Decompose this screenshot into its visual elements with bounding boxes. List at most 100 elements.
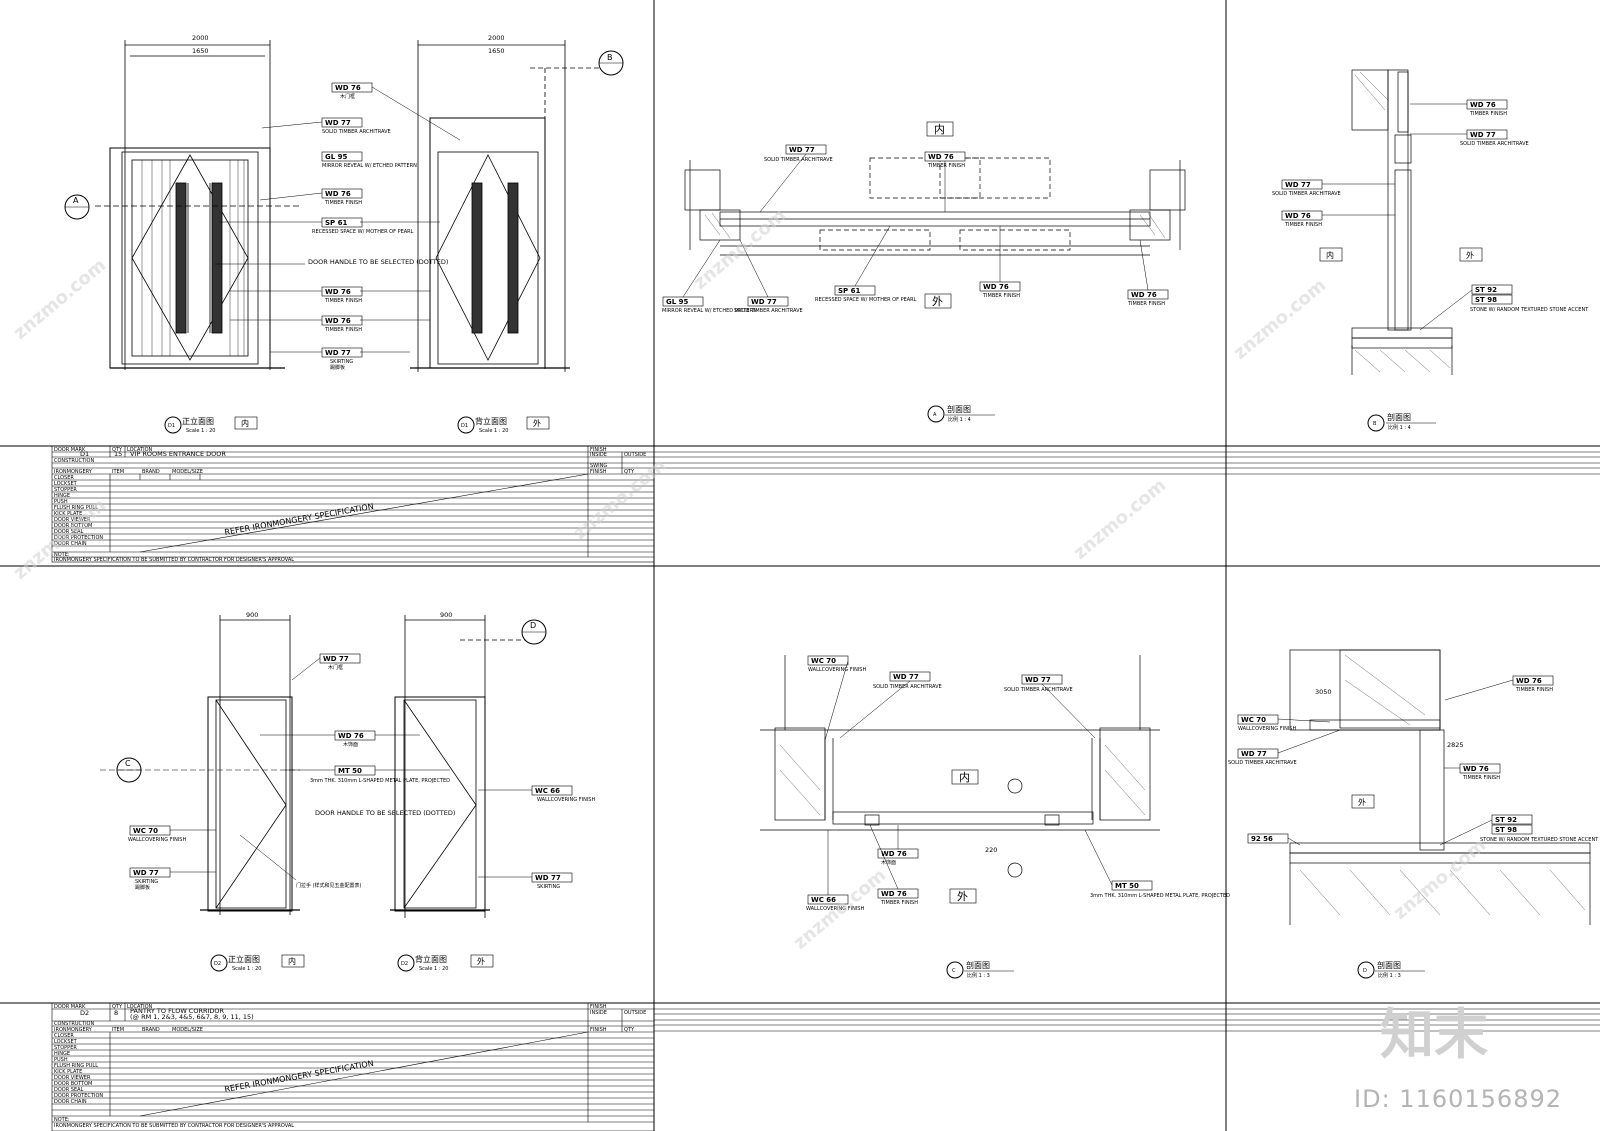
- svg-text:TIMBER FINISH: TIMBER FINISH: [1127, 301, 1165, 307]
- svg-text:INSIDE: INSIDE: [590, 452, 607, 458]
- svg-text:SOLID TIMBER ARCHITRAVE: SOLID TIMBER ARCHITRAVE: [873, 684, 942, 690]
- svg-text:Scale 1 : 20: Scale 1 : 20: [186, 428, 215, 434]
- svg-text:SOLID TIMBER ARCHITRAVE: SOLID TIMBER ARCHITRAVE: [764, 157, 833, 163]
- svg-text:门拉手 (样式和见五金配置表): 门拉手 (样式和见五金配置表): [296, 882, 362, 889]
- svg-text:DOOR HANDLE TO BE SELECTED (DO: DOOR HANDLE TO BE SELECTED (DOTTED): [315, 809, 455, 817]
- svg-text:TIMBER FINISH: TIMBER FINISH: [324, 200, 362, 206]
- svg-text:DOOR MARK: DOOR MARK: [54, 447, 86, 453]
- svg-text:WD 76: WD 76: [881, 850, 907, 858]
- svg-text:SKIRTING: SKIRTING: [537, 884, 560, 890]
- svg-text:NOTE:: NOTE:: [54, 552, 70, 558]
- svg-text:3mm THK. 310mm L-SHAPED METAL: 3mm THK. 310mm L-SHAPED METAL PLATE, PRO…: [1090, 893, 1230, 899]
- svg-text:FINISH: FINISH: [590, 1027, 607, 1033]
- svg-text:D2: D2: [80, 1009, 89, 1017]
- svg-text:IRONMONGERY SPECIFICATION TO B: IRONMONGERY SPECIFICATION TO BE SUBMITTE…: [54, 1123, 294, 1129]
- svg-text:内: 内: [241, 418, 249, 428]
- svg-text:A: A: [933, 412, 937, 418]
- svg-text:内: 内: [288, 956, 296, 966]
- brand-logo: 知末: [1380, 1003, 1488, 1066]
- svg-text:DOOR SEAL: DOOR SEAL: [54, 529, 84, 535]
- svg-text:KICK PLATE: KICK PLATE: [54, 1069, 82, 1075]
- d2-back-elevation: [390, 615, 530, 918]
- section-c-title: C 剖面图 比例 1 : 3: [946, 960, 1014, 979]
- svg-text:D2: D2: [401, 961, 408, 967]
- svg-text:2825: 2825: [1447, 741, 1464, 749]
- svg-text:15: 15: [114, 450, 122, 458]
- svg-text:DOOR VIEWER: DOOR VIEWER: [54, 1075, 91, 1081]
- svg-text:剖面图: 剖面图: [1387, 412, 1411, 422]
- svg-text:WD 77: WD 77: [751, 298, 777, 306]
- svg-text:1650: 1650: [192, 47, 209, 55]
- d1-front-vlines: [141, 160, 245, 356]
- svg-text:WD 76: WD 76: [1463, 765, 1489, 773]
- svg-text:WD 77: WD 77: [1285, 181, 1311, 189]
- section-a-hatch: [704, 212, 1166, 239]
- svg-text:SOLID TIMBER ARCHITRAVE: SOLID TIMBER ARCHITRAVE: [322, 129, 391, 135]
- svg-text:ST 92: ST 92: [1475, 286, 1497, 294]
- d1-front-title: D1 正立面图 Scale 1 : 20 内: [164, 416, 258, 434]
- svg-text:ST 92: ST 92: [1495, 816, 1517, 824]
- svg-text:PANTRY TO FLOW CORRIDOR: PANTRY TO FLOW CORRIDOR: [130, 1007, 225, 1015]
- svg-text:D1: D1: [80, 450, 89, 458]
- section-a-tags: WD 77 SOLID TIMBER ARCHITRAVE WD 76 TIMB…: [662, 144, 1169, 314]
- svg-text:WD 76: WD 76: [881, 890, 907, 898]
- svg-text:IRONMONGERY: IRONMONGERY: [54, 1027, 93, 1033]
- svg-text:HINGE: HINGE: [54, 1051, 70, 1057]
- svg-text:RECESSED SPACE W/ MOTHER OF PE: RECESSED SPACE W/ MOTHER OF PEARL: [815, 297, 917, 303]
- svg-text:DOOR BOTTOM: DOOR BOTTOM: [54, 523, 92, 529]
- svg-text:SKIRTING: SKIRTING: [135, 879, 158, 885]
- svg-text:D1: D1: [461, 423, 468, 429]
- svg-text:Scale 1 : 20: Scale 1 : 20: [232, 966, 261, 972]
- svg-text:900: 900: [246, 611, 258, 619]
- svg-text:DOOR VIEWER: DOOR VIEWER: [54, 517, 91, 523]
- svg-text:TIMBER FINISH: TIMBER FINISH: [982, 293, 1020, 299]
- svg-text:WD 76: WD 76: [338, 732, 364, 740]
- svg-text:DOOR SEAL: DOOR SEAL: [54, 1087, 84, 1093]
- svg-text:WD 77: WD 77: [325, 349, 351, 357]
- d1-back-title: D1 背立面图 Scale 1 : 20 外: [457, 416, 550, 434]
- svg-text:DOOR MARK: DOOR MARK: [54, 1004, 86, 1010]
- section-c-drawing: [760, 655, 1160, 878]
- svg-text:TIMBER FINISH: TIMBER FINISH: [927, 163, 965, 169]
- svg-text:剖面图: 剖面图: [947, 404, 971, 414]
- svg-text:SOLID TIMBER ARCHITRAVE: SOLID TIMBER ARCHITRAVE: [734, 308, 803, 314]
- svg-text:A: A: [73, 196, 79, 205]
- svg-text:WC 70: WC 70: [133, 827, 158, 835]
- svg-text:QTY: QTY: [112, 447, 123, 453]
- svg-text:(@ RM 1, 2&3, 4&5, 6&7, 8, 9,: (@ RM 1, 2&3, 4&5, 6&7, 8, 9, 11, 15): [130, 1013, 254, 1021]
- svg-text:TIMBER FINISH: TIMBER FINISH: [324, 327, 362, 333]
- svg-text:C: C: [125, 759, 131, 768]
- svg-text:FLUSH RING PULL: FLUSH RING PULL: [54, 505, 98, 511]
- svg-text:STOPPER: STOPPER: [54, 487, 77, 493]
- section-d-title: D 剖面图 比例 1 : 3: [1357, 960, 1425, 979]
- svg-text:QTY: QTY: [624, 469, 635, 475]
- svg-text:LOCKSET: LOCKSET: [54, 481, 78, 487]
- svg-text:比例 1 : 3: 比例 1 : 3: [1378, 972, 1401, 979]
- svg-text:WD 76: WD 76: [1285, 212, 1311, 220]
- svg-text:比例 1 : 3: 比例 1 : 3: [967, 972, 990, 979]
- section-a-title: A 剖面图 比例 1 : 4: [927, 404, 995, 423]
- svg-text:D: D: [530, 621, 536, 630]
- svg-text:WD 77: WD 77: [323, 655, 349, 663]
- svg-text:DOOR CHAIN: DOOR CHAIN: [54, 1099, 87, 1105]
- svg-text:SOLID TIMBER ARCHITRAVE: SOLID TIMBER ARCHITRAVE: [1228, 760, 1297, 766]
- svg-text:FINISH: FINISH: [590, 1004, 607, 1010]
- svg-text:WD 76: WD 76: [335, 84, 361, 92]
- svg-text:FINISH: FINISH: [590, 469, 607, 475]
- svg-text:CLOSER: CLOSER: [54, 475, 74, 481]
- section-d-tags: WD 76 TIMBER FINISH WC 70 WALLCOVERING F…: [1228, 675, 1599, 844]
- svg-text:踢脚板: 踢脚板: [135, 884, 150, 891]
- svg-text:CLOSER: CLOSER: [54, 1033, 74, 1039]
- svg-text:MT 50: MT 50: [338, 767, 362, 775]
- svg-text:Scale 1 : 20: Scale 1 : 20: [419, 966, 448, 972]
- svg-text:WD 76: WD 76: [325, 190, 351, 198]
- svg-text:2000: 2000: [488, 34, 505, 42]
- svg-text:剖面图: 剖面图: [1377, 960, 1401, 970]
- svg-text:TIMBER FINISH: TIMBER FINISH: [880, 900, 918, 906]
- svg-text:正立面图: 正立面图: [228, 954, 260, 964]
- svg-text:HINGE: HINGE: [54, 493, 70, 499]
- svg-text:木饰面: 木饰面: [343, 741, 358, 748]
- svg-text:TIMBER FINISH: TIMBER FINISH: [324, 298, 362, 304]
- svg-text:CONSTRUCTION: CONSTRUCTION: [54, 458, 94, 464]
